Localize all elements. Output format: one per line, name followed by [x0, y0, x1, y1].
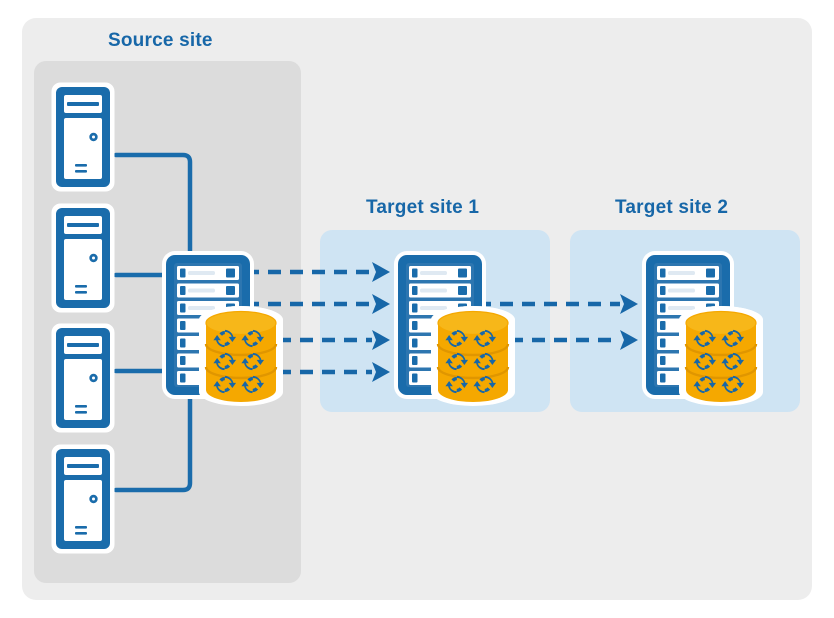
- link-workstation-1: [113, 152, 193, 255]
- workstation-4[interactable]: [51, 444, 115, 554]
- workstation-1[interactable]: [51, 82, 115, 192]
- workstation-3[interactable]: [51, 323, 115, 433]
- replication-arrows-target-1-to-target-2: [478, 294, 638, 350]
- database-icon: [431, 306, 515, 406]
- target-1-server[interactable]: [394, 251, 515, 406]
- source-site-label: Source site: [108, 30, 213, 51]
- database-icon: [679, 306, 763, 406]
- source-server[interactable]: [162, 251, 283, 406]
- target-site-1-label: Target site 1: [366, 197, 480, 218]
- database-icon: [199, 306, 283, 406]
- desktop-tower-icon: [51, 82, 115, 192]
- target-2-server[interactable]: [642, 251, 763, 406]
- replication-arrows-source-to-target-1: [246, 262, 390, 382]
- desktop-tower-icon: [51, 323, 115, 433]
- desktop-tower-icon: [51, 203, 115, 313]
- workstation-2[interactable]: [51, 203, 115, 313]
- desktop-tower-icon: [51, 444, 115, 554]
- target-site-2-label: Target site 2: [615, 197, 729, 218]
- link-workstation-4: [113, 395, 193, 493]
